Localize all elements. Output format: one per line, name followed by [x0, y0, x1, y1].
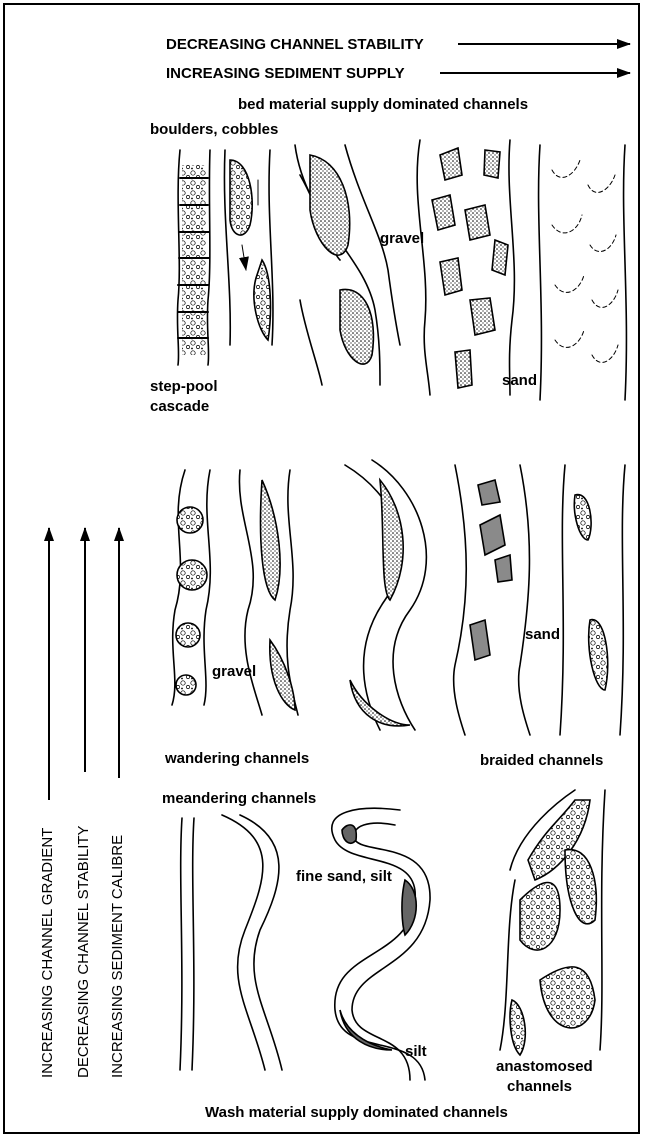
anastomosed-channel [500, 790, 605, 1055]
label-wash-prefix: Wash [205, 1104, 244, 1121]
label-sand-top: sand [502, 372, 537, 389]
label-gravel-top: gravel [380, 230, 424, 247]
label-silt: silt [405, 1043, 427, 1060]
label-meandering: meandering channels [162, 790, 316, 807]
label-step-pool: step-pool [150, 378, 218, 395]
label-sand-mid: sand [525, 626, 560, 643]
step-pool-channel [177, 150, 210, 365]
boulder-channel [224, 150, 273, 345]
label-gravel-mid: gravel [212, 663, 256, 680]
braided-gravel-channel-2 [560, 465, 625, 735]
meandering-gravel-channel [345, 460, 426, 730]
label-anastomosed-channels: channels [507, 1078, 572, 1095]
braided-sand-channel [454, 465, 530, 735]
straight-channel [180, 818, 194, 1070]
braided-gravel-channel [417, 140, 514, 395]
side-label-gradient: INCREASING CHANNEL GRADIENT [39, 828, 56, 1078]
side-label-stability: DECREASING CHANNEL STABILITY [75, 825, 92, 1078]
sand-bed-channel [539, 145, 627, 400]
top-arrow-label-stability: DECREASING CHANNEL STABILITY [166, 36, 424, 53]
meandering-silt-channel [332, 808, 430, 1080]
label-wandering: wandering channels [165, 750, 309, 767]
label-braided: braided channels [480, 752, 603, 769]
side-label-calibre: INCREASING SEDIMENT CALIBRE [109, 835, 126, 1078]
label-anastomosed: anastomosed [496, 1058, 593, 1075]
gravel-bar-channel [295, 145, 400, 385]
label-wash-material: Wash material supply dominated channels [205, 1104, 508, 1121]
label-bed-material: bed material supply dominated channels [238, 96, 528, 113]
label-boulders: boulders, cobbles [150, 121, 278, 138]
label-cascade: cascade [150, 398, 209, 415]
label-fine-sand: fine sand, silt [296, 868, 392, 885]
sinuous-channel [222, 815, 282, 1070]
wandering-gravel-channel-1 [172, 470, 210, 705]
label-wash-rest: material supply dominated channels [249, 1104, 508, 1121]
top-arrow-label-supply: INCREASING SEDIMENT SUPPLY [166, 65, 405, 82]
